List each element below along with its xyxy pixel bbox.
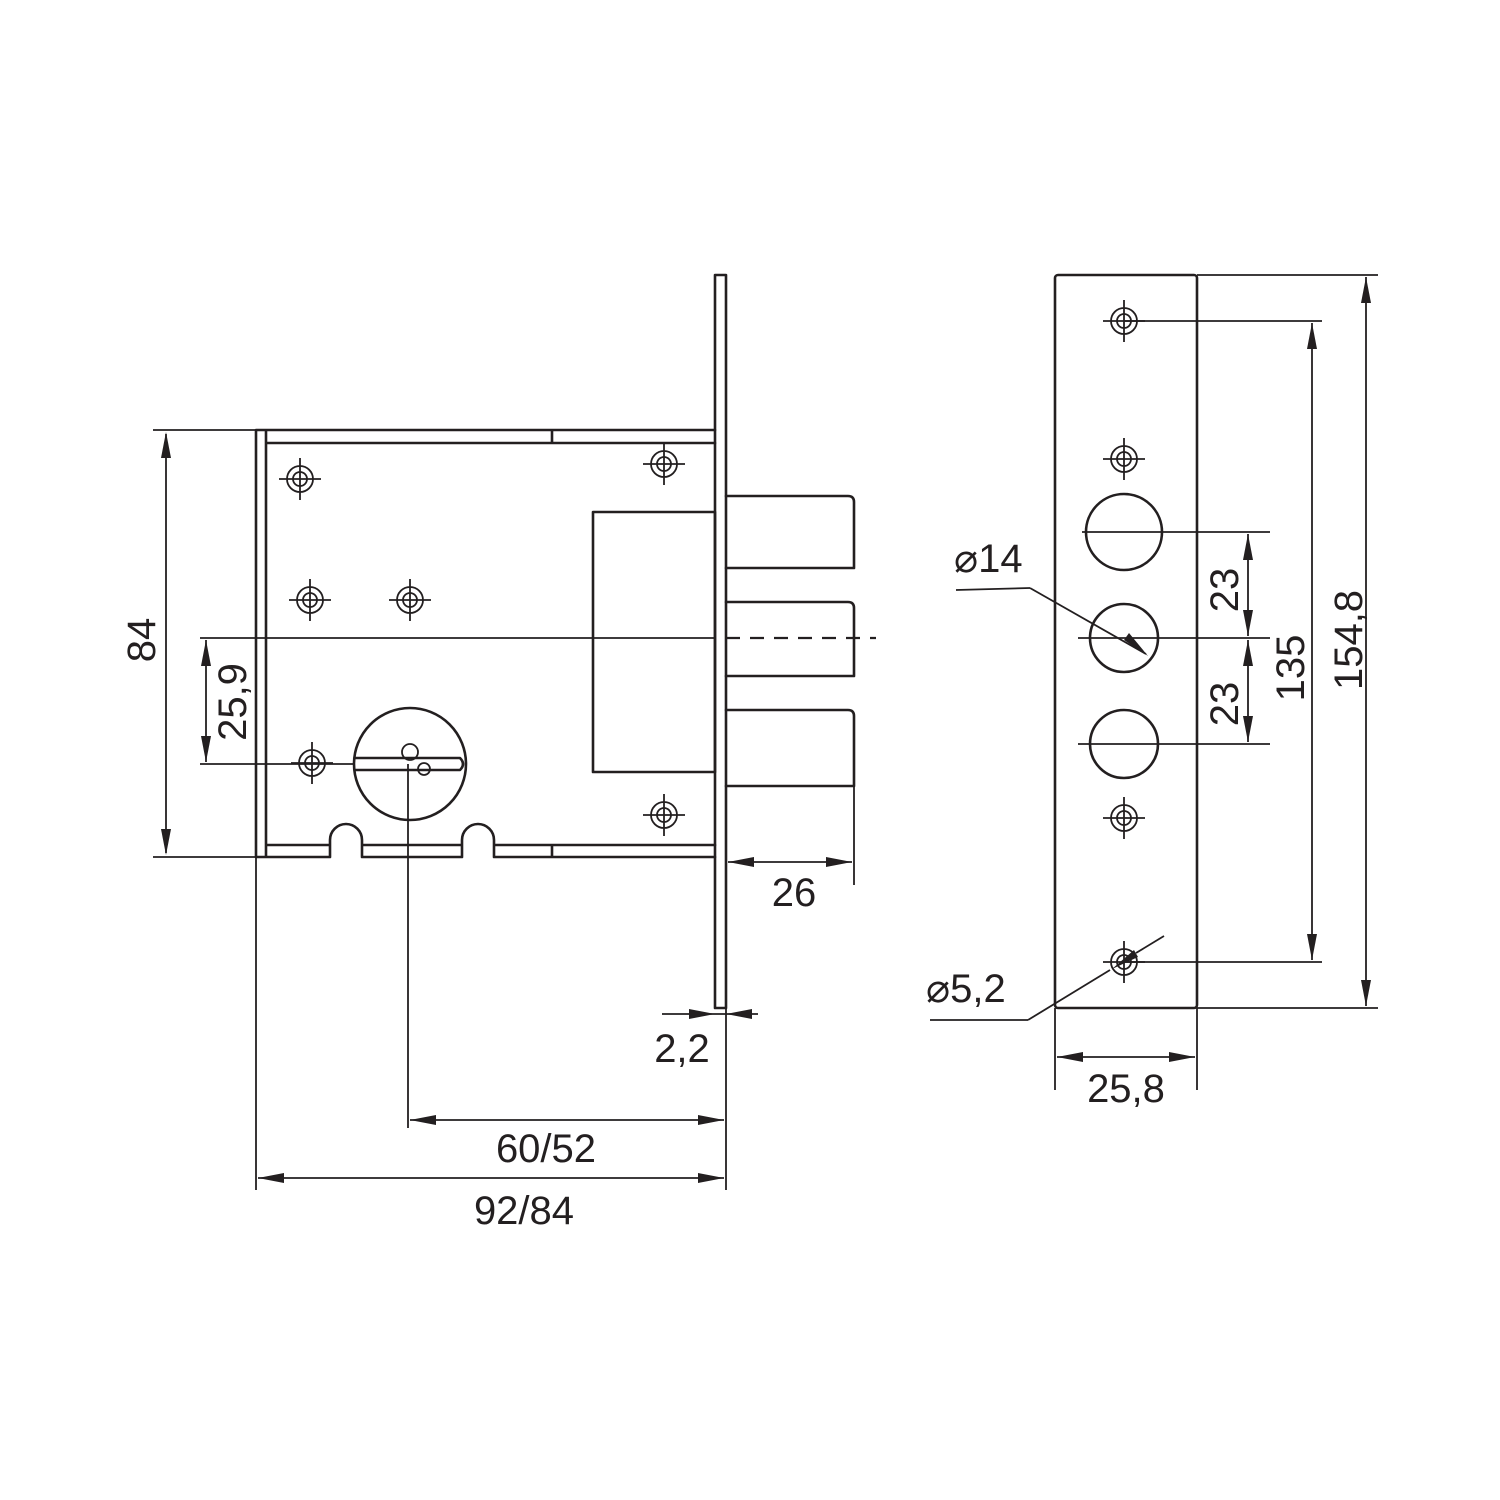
dim-bolt-projection-label: 26 [772, 871, 817, 915]
dim-plate-width: 25,8 [1054, 1008, 1198, 1111]
dim-backset-label: 60/52 [496, 1127, 596, 1171]
dim-faceplate-thickness: 2,2 [654, 1008, 758, 1190]
dim-body-height: 84 [120, 429, 256, 858]
dim-body-height-label: 84 [120, 618, 164, 663]
leader-screw-hole-diameter: ⌀5,2 [926, 935, 1165, 1021]
dim-screw-spacing-label: 135 [1269, 635, 1313, 702]
dim-plate-height: 154,8 [1197, 274, 1378, 1009]
bolts [724, 494, 856, 788]
bolt-carrier-block [591, 510, 717, 774]
faceplate-side [713, 273, 728, 1010]
bolt-bottom [724, 708, 856, 788]
case-screw-2 [642, 442, 686, 486]
dim-backset-offset-label: 25,9 [211, 663, 255, 741]
bolt-middle [724, 600, 856, 678]
dim-screw-spacing: 135 [1124, 320, 1322, 963]
faceplate-front [1053, 273, 1199, 1010]
dim-bolt-projection: 26 [728, 786, 855, 915]
bolt-hole-diameter-label: ⌀14 [954, 537, 1023, 581]
leader-bolt-hole-diameter: ⌀14 [954, 537, 1148, 656]
dim-backset-offset: 25,9 [200, 640, 355, 765]
bolt-top [724, 494, 856, 570]
lock-front-view: 23 23 135 154,8 [926, 273, 1378, 1111]
dim-plate-width-label: 25,8 [1087, 1067, 1165, 1111]
dim-overall-depth: 92/84 [255, 857, 724, 1233]
faceplate-fixing-screw-upper [1102, 437, 1146, 481]
faceplate-fixing-screw-lower [1102, 796, 1146, 840]
case-screw-3 [288, 578, 332, 622]
case-screw-4 [388, 578, 432, 622]
screw-hole-diameter-label: ⌀5,2 [926, 967, 1006, 1011]
dim-bolt-pitch-upper: 23 [1203, 534, 1253, 636]
dim-bolt-pitch-lower-label: 23 [1203, 682, 1247, 727]
dim-backset: 60/52 [407, 764, 724, 1171]
dim-overall-depth-label: 92/84 [474, 1189, 574, 1233]
dim-plate-height-label: 154,8 [1327, 590, 1371, 690]
lock-case-outline [254, 428, 717, 859]
dim-bolt-pitch-upper-label: 23 [1203, 568, 1247, 613]
cylinder [352, 706, 468, 822]
dim-bolt-pitch-lower: 23 [1203, 640, 1253, 742]
dim-faceplate-thickness-label: 2,2 [654, 1027, 710, 1071]
case-screw-5 [290, 741, 334, 785]
case-screw-1 [278, 457, 322, 501]
case-screw-6 [642, 793, 686, 837]
lock-side-view: 84 25,9 26 2,2 [120, 273, 876, 1233]
